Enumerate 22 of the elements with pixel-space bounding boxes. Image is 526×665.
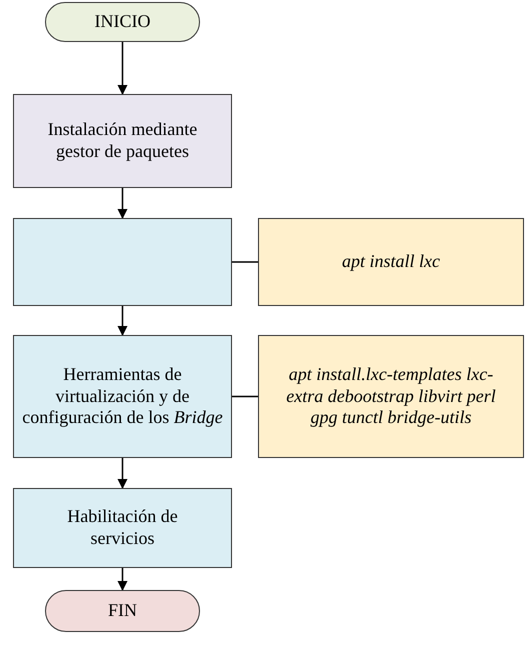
node-text: apt install.lxc-templates lxc-extra debootstrap libvirt perl gpg tunctl bridge-utils xyxy=(285,364,497,429)
end-terminal xyxy=(45,590,200,632)
process-box xyxy=(13,335,232,458)
arrow xyxy=(118,568,128,591)
node-text: Habilitación de servicios xyxy=(66,506,179,550)
node-text: Instalación mediante gestor de paquetes xyxy=(46,119,198,163)
command-box xyxy=(258,218,524,306)
arrow xyxy=(118,458,128,489)
process-box xyxy=(13,94,232,188)
connector-line xyxy=(232,396,258,398)
arrow xyxy=(118,188,128,219)
command-box xyxy=(258,335,524,458)
node-text: FIN xyxy=(108,600,137,622)
start-terminal xyxy=(45,2,200,42)
connector-line xyxy=(232,261,258,263)
node-text: apt install lxc xyxy=(342,251,440,273)
process-box xyxy=(13,218,232,306)
node-text: INICIO xyxy=(94,11,150,33)
node-text: Herramientas de virtualización y de configuración de los Bridge xyxy=(21,364,224,429)
arrow xyxy=(118,42,128,95)
arrow xyxy=(118,306,128,336)
process-box xyxy=(13,488,232,568)
